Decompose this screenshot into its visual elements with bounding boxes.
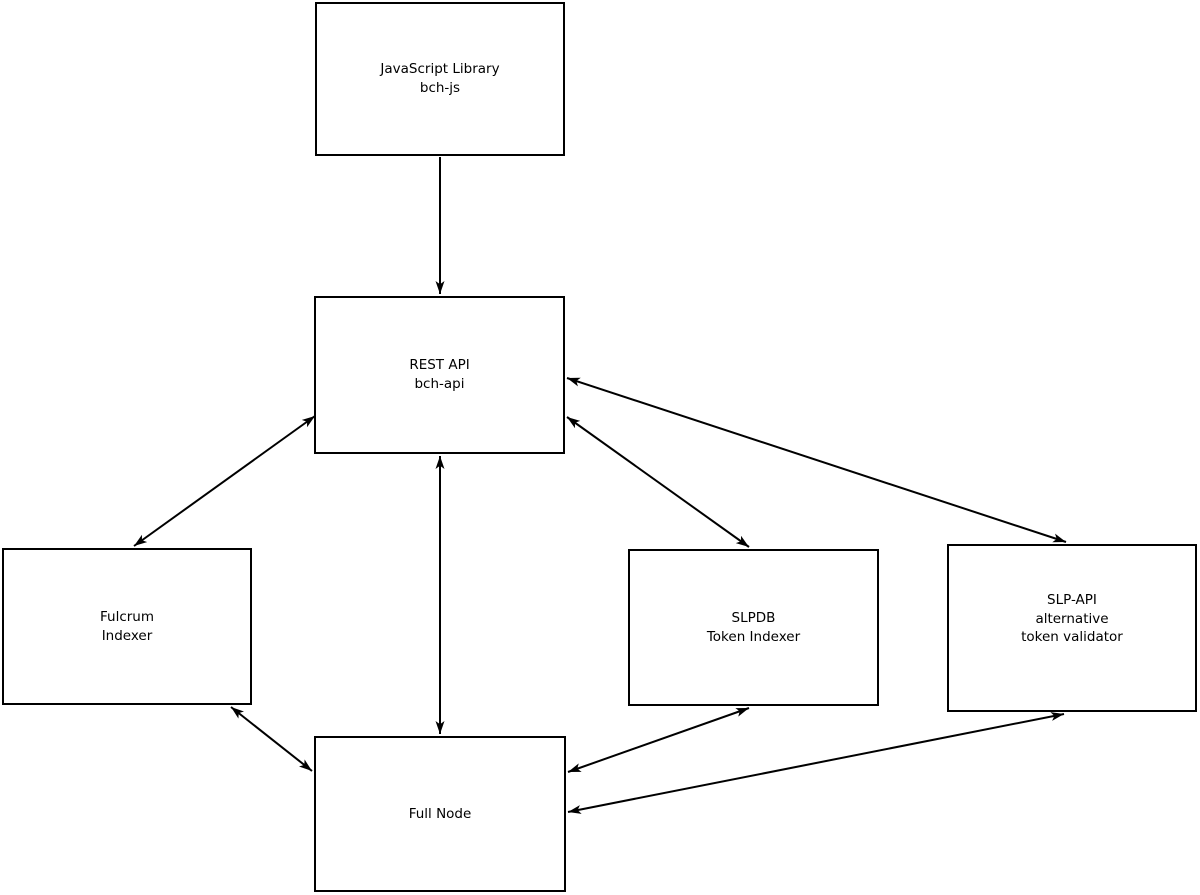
node-rest-api: REST API bch-api [314, 296, 565, 454]
edge-rest-api-slp-api [566, 377, 1067, 543]
node-fulcrum: Fulcrum Indexer [2, 548, 252, 705]
edge-rest-api-fulcrum [133, 415, 316, 547]
node-slpdb: SLPDB Token Indexer [628, 549, 879, 706]
node-slp-api: SLP-API alternative token validator [947, 544, 1197, 712]
node-slp-api-label: SLP-API alternative token validator [1021, 591, 1123, 646]
edge-slpdb-full-node [567, 707, 750, 773]
node-slpdb-label: SLPDB Token Indexer [706, 609, 801, 645]
node-rest-api-label: REST API bch-api [409, 357, 470, 392]
edge-rest-api-slpdb [566, 416, 750, 548]
node-js-library-label: JavaScript Library bch-js [380, 61, 500, 96]
edge-slp-api-full-node [567, 712, 1065, 814]
node-js-library: JavaScript Library bch-js [315, 2, 565, 156]
node-full-node: Full Node [314, 736, 566, 892]
edge-fulcrum-full-node [230, 706, 313, 772]
node-full-node-label: Full Node [408, 805, 472, 822]
node-fulcrum-label: Fulcrum Indexer [99, 608, 154, 644]
